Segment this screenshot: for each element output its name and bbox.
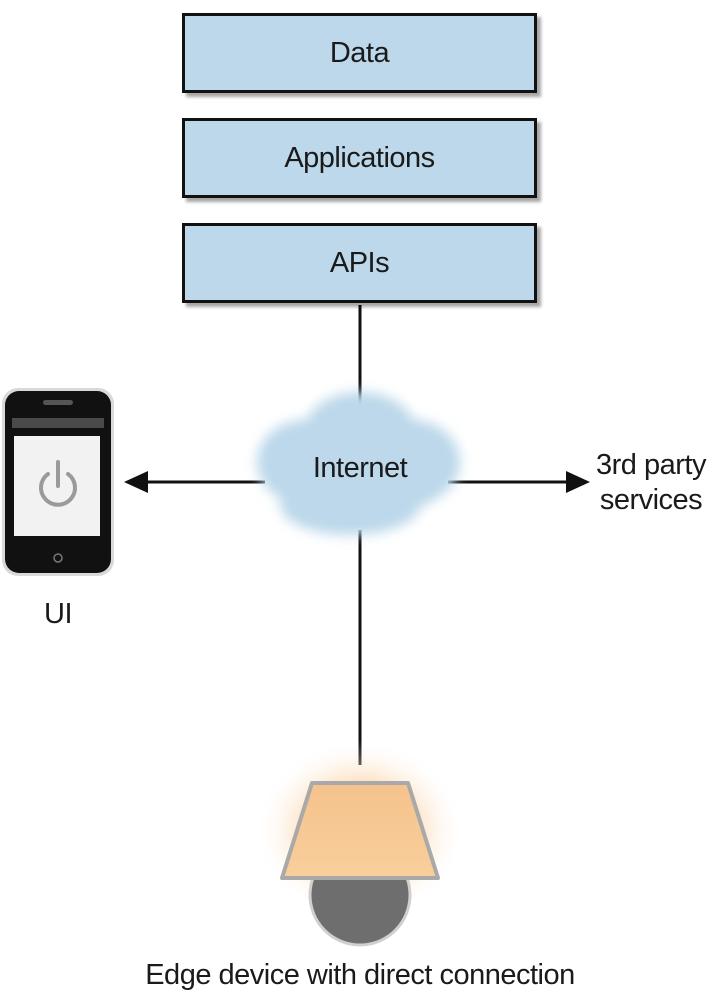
layer-data-label: Data <box>329 36 390 69</box>
ui-label: UI <box>44 598 73 630</box>
arrow-to-third-party <box>448 471 590 493</box>
third-party-line2: services <box>599 484 703 516</box>
third-party-line1: 3rd party <box>596 449 706 481</box>
layer-data: Data <box>182 13 537 93</box>
layer-applications: Applications <box>182 118 537 198</box>
layer-applications-label: Applications <box>284 141 435 174</box>
internet-label: Internet <box>312 452 408 484</box>
arrow-to-ui <box>124 471 265 493</box>
layer-apis-label: APIs <box>329 246 390 279</box>
edge-device-label: Edge device with direct connection <box>145 959 575 991</box>
power-icon <box>39 460 77 507</box>
layer-apis: APIs <box>182 223 537 303</box>
lamp-shade <box>280 781 440 880</box>
lamp-icon <box>255 740 465 947</box>
cloud-icon <box>257 392 460 535</box>
third-party-label: 3rd party services <box>590 448 712 518</box>
